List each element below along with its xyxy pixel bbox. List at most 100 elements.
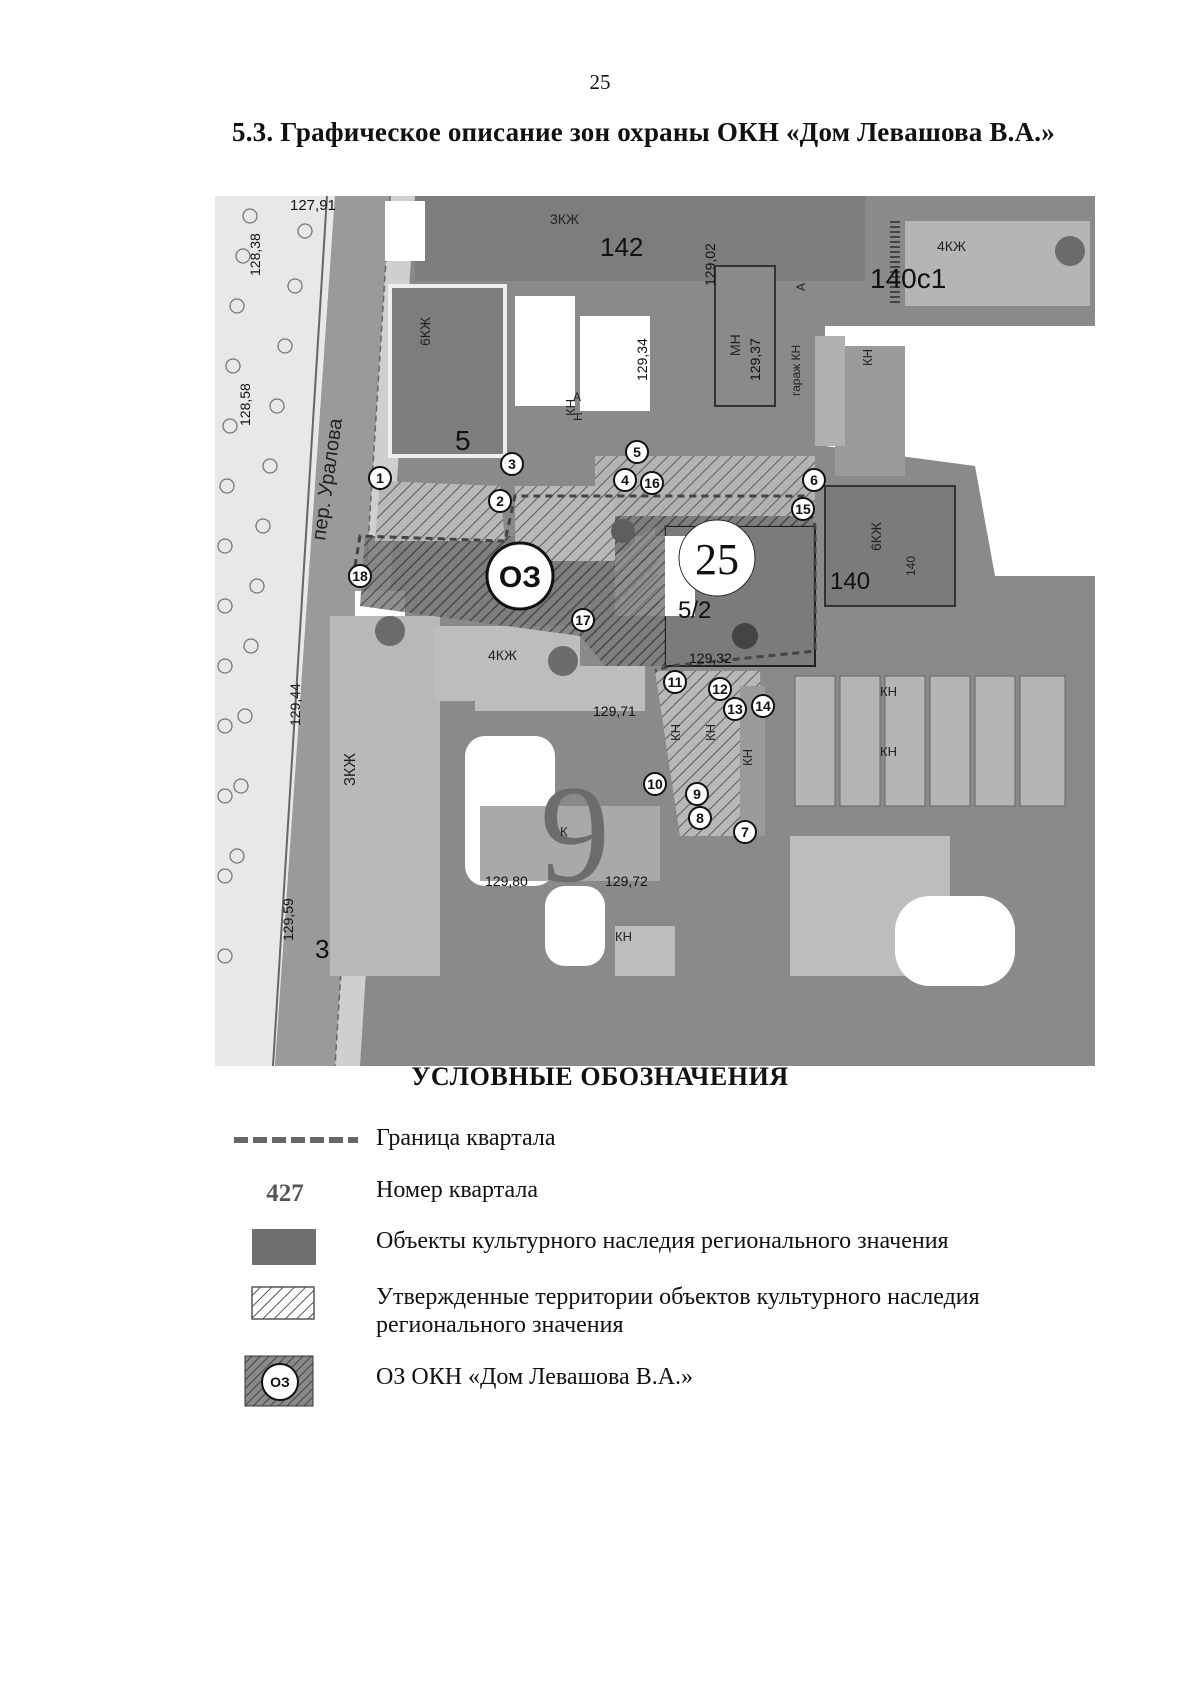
quarter-number-9: 9 — [540, 757, 610, 912]
svg-text:9: 9 — [693, 786, 701, 802]
svg-text:2: 2 — [496, 493, 504, 509]
elevation-6: 129,37 — [747, 338, 763, 381]
quarter-number-5: 5 — [455, 425, 471, 456]
label-kn-6: КН — [740, 749, 755, 766]
legend-label-quarter-border: Граница квартала — [376, 1125, 556, 1151]
legend-item-quarter-border: Граница квартала — [230, 1124, 1090, 1164]
point-14: 14 — [751, 694, 775, 718]
oz-legend-badge: ОЗ — [261, 1363, 299, 1401]
building-3kzh — [330, 616, 440, 976]
quarter-number-140c1: 140с1 — [870, 263, 946, 294]
elevation-2: 128,38 — [247, 233, 263, 276]
boundary-points: 1 2 3 4 5 6 7 8 9 10 11 12 13 14 15 16 1… — [348, 440, 826, 844]
oz-badge-label: ОЗ — [499, 561, 541, 594]
label-kn-3: КН — [880, 684, 897, 699]
elevation-1: 127,91 — [290, 197, 336, 214]
quarter-142 — [415, 196, 875, 281]
label-garage-kn: гараж КН — [789, 345, 803, 396]
label-kn-7: КН — [880, 744, 897, 759]
label-4kzh: 4КЖ — [488, 647, 517, 663]
svg-text:5: 5 — [633, 444, 641, 460]
label-6kzh-left: 6КЖ — [417, 317, 433, 346]
legend-quarter-number-sample: 427 — [266, 1180, 304, 1207]
elevation-5: 129,34 — [634, 338, 650, 381]
point-7: 7 — [733, 820, 757, 844]
tree-symbols — [217, 208, 313, 964]
point-9: 9 — [685, 782, 709, 806]
svg-text:11: 11 — [668, 674, 683, 690]
point-1: 1 — [368, 466, 392, 490]
elevation-4: 129,02 — [702, 243, 718, 286]
legend-title: УСЛОВНЫЕ ОБОЗНАЧЕНИЯ — [411, 1062, 789, 1091]
approved-territory — [375, 481, 505, 541]
label-kn-2: КН — [860, 349, 875, 366]
quarter-25-badge — [678, 519, 756, 597]
point-12: 12 — [708, 677, 732, 701]
point-17: 17 — [571, 608, 595, 632]
elevation-7: 129,32 — [689, 650, 732, 666]
svg-text:6: 6 — [810, 472, 818, 488]
dashed-line-icon — [234, 1137, 358, 1143]
elevation-3: 128,58 — [237, 383, 253, 426]
point-11: 11 — [663, 670, 687, 694]
point-13: 13 — [723, 697, 747, 721]
oz-zone-icon: ОЗ — [230, 1355, 370, 1411]
protection-zone-map: 9 ОЗ 25 142 140с1 140 5 5/2 3 пер. Урало… — [215, 196, 1095, 1066]
point-5: 5 — [625, 440, 649, 464]
svg-text:14: 14 — [755, 698, 771, 714]
point-8: 8 — [688, 806, 712, 830]
quarter-number-5-2: 5/2 — [678, 597, 711, 624]
building-mn — [714, 265, 776, 407]
legend-label-approved-territories: Утвержденные территории объектов культур… — [376, 1284, 980, 1338]
hatched-square-icon — [251, 1286, 315, 1320]
label-kn-8: КН — [615, 929, 632, 944]
heritage-object-marker — [1055, 236, 1085, 266]
point-2: 2 — [488, 489, 512, 513]
label-6kzh-right: 6КЖ — [868, 522, 884, 551]
point-16: 16 — [640, 471, 664, 495]
legend-item-oz-zone: ОЗ ОЗ ОКН «Дом Левашова В.А.» — [230, 1355, 1090, 1411]
svg-text:7: 7 — [741, 824, 749, 840]
svg-text:17: 17 — [575, 612, 591, 628]
legend-label-oz-zone: ОЗ ОКН «Дом Левашова В.А.» — [376, 1364, 694, 1390]
legend-item-approved-territories: Утвержденные территории объектов культур… — [230, 1283, 1090, 1343]
oz-badge — [485, 541, 555, 611]
svg-text:1: 1 — [376, 470, 384, 486]
elevation-10: 129,59 — [280, 898, 296, 941]
label-3kzh-left: 3КЖ — [342, 753, 359, 786]
page-number: 25 — [589, 70, 611, 94]
legend-item-heritage-objects: Объекты культурного наследия регионально… — [230, 1227, 1090, 1271]
building-6kzh-left — [388, 284, 507, 458]
elevation-9: 129,44 — [287, 683, 303, 726]
legend-label-heritage-objects: Объекты культурного наследия регионально… — [376, 1228, 949, 1254]
legend-item-quarter-number: 427 Номер квартала — [230, 1176, 1090, 1216]
svg-text:15: 15 — [795, 501, 811, 517]
quarter-number-3: 3 — [315, 934, 329, 964]
svg-text:4: 4 — [621, 472, 629, 488]
point-4: 4 — [613, 468, 637, 492]
label-kn-5: КН — [703, 724, 718, 741]
label-a-2: А — [794, 283, 808, 291]
label-n: Н — [571, 412, 585, 421]
elevation-12: 129,72 — [605, 873, 648, 889]
label-a-1: А — [573, 390, 581, 404]
label-kn-1: КН — [563, 399, 578, 416]
svg-text:3: 3 — [508, 456, 516, 472]
svg-text:8: 8 — [696, 810, 704, 826]
quarter-number-142: 142 — [600, 232, 643, 262]
point-15: 15 — [791, 497, 815, 521]
label-140-vertical: 140 — [904, 556, 918, 576]
label-4kzh-right: 4КЖ — [937, 238, 966, 254]
section-title: 5.3. Графическое описание зон охраны ОКН… — [232, 117, 1055, 147]
label-kn-4: КН — [668, 724, 683, 741]
label-3kzh-top: 3КЖ — [550, 211, 579, 227]
svg-text:12: 12 — [712, 681, 728, 697]
point-6: 6 — [802, 468, 826, 492]
garages-kh — [794, 675, 1066, 807]
quarter-border-line — [353, 494, 817, 673]
point-10: 10 — [643, 772, 667, 796]
building-k — [480, 806, 660, 881]
gray-square-icon — [252, 1229, 316, 1265]
green-strip — [215, 196, 335, 1066]
label-mn: МН — [727, 334, 743, 356]
